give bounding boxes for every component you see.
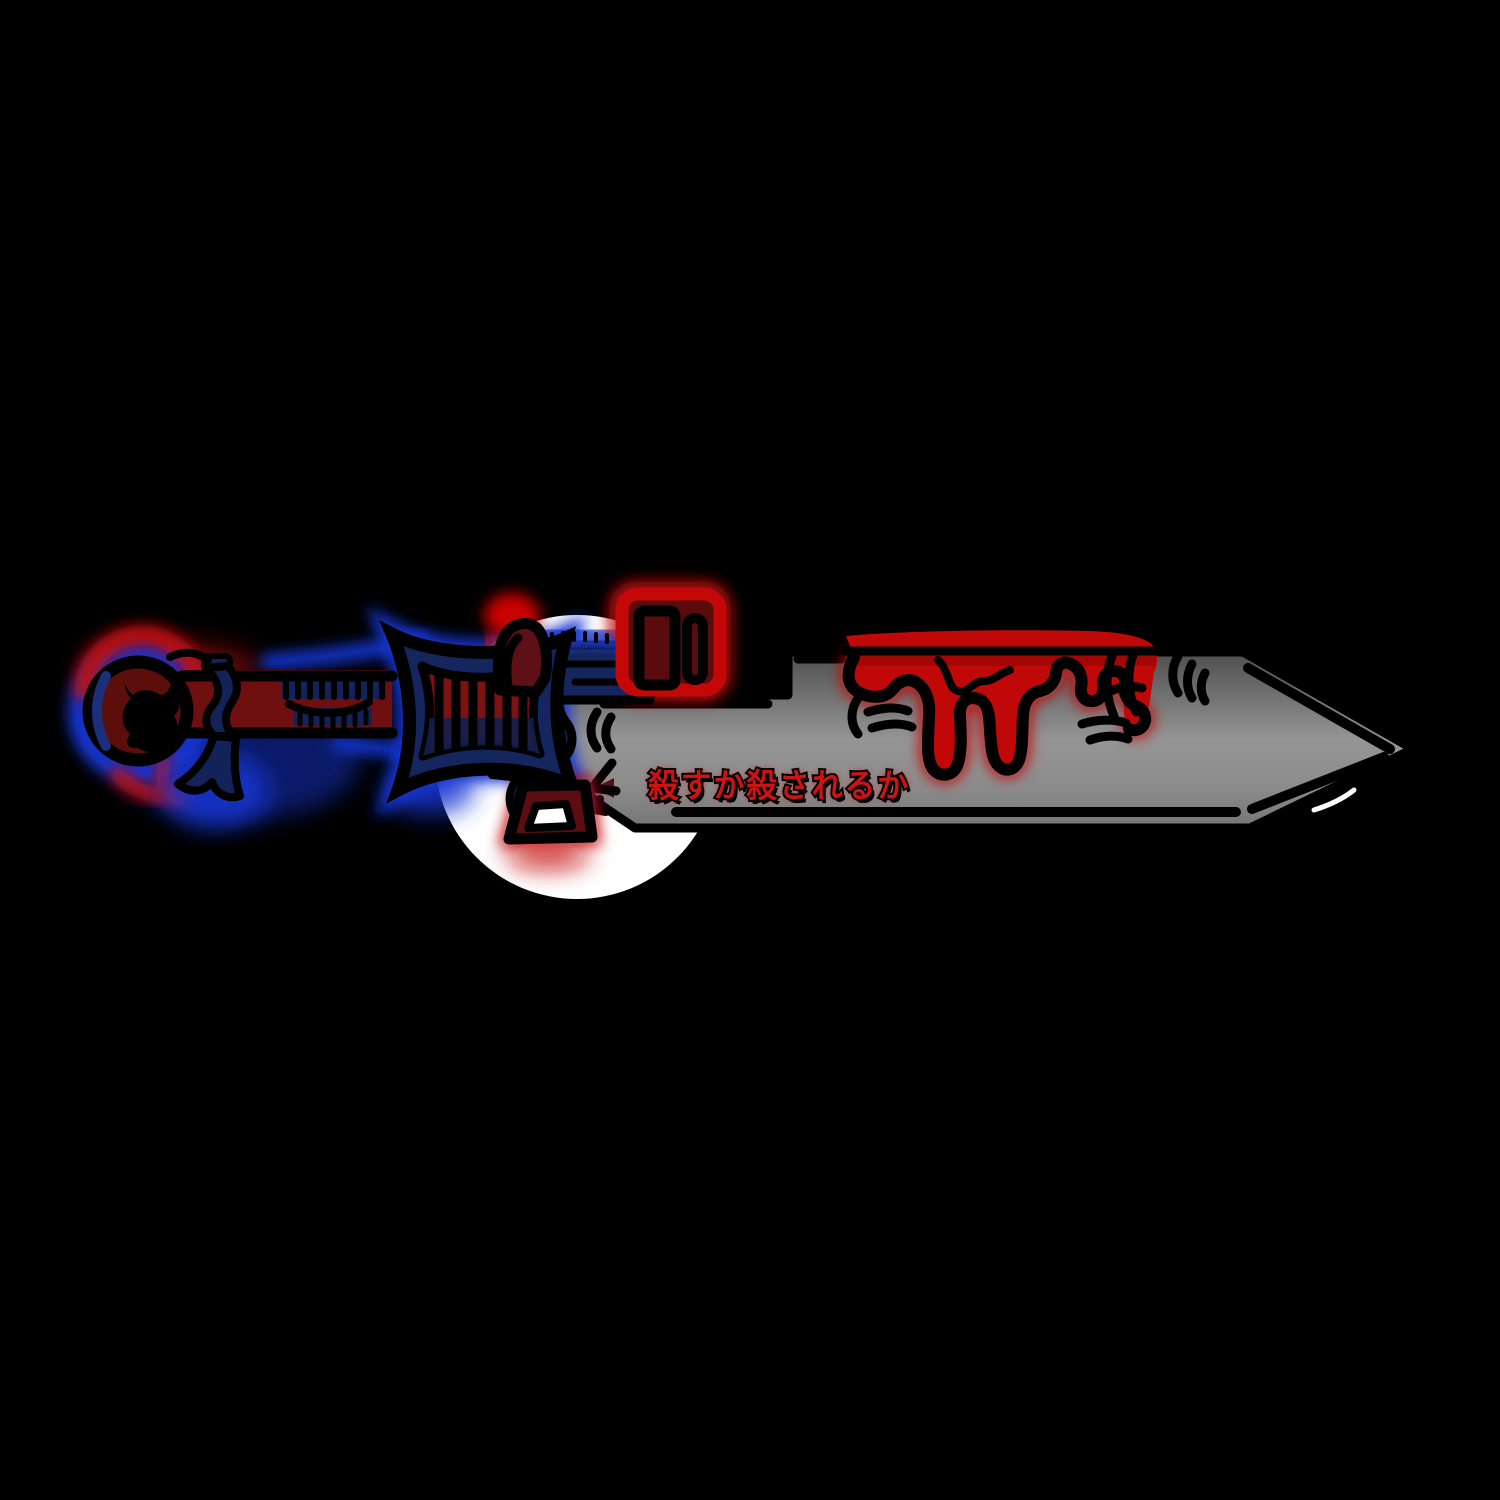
grip-ticks [283,678,385,700]
motion-line-icon [863,703,913,717]
blood-squiggle-line [934,656,1014,696]
guard-block [615,587,727,697]
inscription-glow: 殺すか殺されるか [648,766,910,805]
blade-inner-line-top-diagonal [1243,663,1395,754]
ribbon-tails [174,732,244,802]
block-slot [633,605,681,691]
motion-arc-icon [847,693,863,739]
blood-crease-line [1091,682,1147,707]
diamond-pendant [503,779,598,845]
blade-inner-line-bottom-diagonal [1247,752,1389,814]
guard-horn [492,618,553,698]
motion-arc-icon [586,707,602,753]
motion-line-icon [1077,715,1131,729]
red-glow-blob [506,842,590,870]
block-slot [682,613,708,685]
pommel-accent-arc [166,648,212,664]
pommel-ring [82,648,212,767]
motion-arc-icon [1168,651,1183,698]
motion-line-icon [1085,731,1133,745]
motion-lines [847,651,1210,745]
crescent-inlay [92,671,111,751]
motion-arc-icon [1183,659,1197,703]
horn-inner-line [502,633,523,691]
handle-group [82,587,727,845]
blood-wave-line [1102,651,1119,721]
ribbon-tail [174,653,244,802]
inscription: 殺すか殺されるか 殺すか殺されるか 殺すか殺されるか [646,764,913,809]
inscription-shadow: 殺すか殺されるか [651,770,913,809]
motion-arc-icon [1196,668,1210,706]
grip-ticks [297,708,369,729]
motion-line-icon [867,719,917,733]
grip-hammock-line [285,698,373,717]
tip-highlight [1311,787,1357,813]
motion-arc-icon [601,712,616,754]
demon-head-icon [121,677,180,752]
blood-outline [842,651,1152,781]
diamond-hole [524,800,576,832]
blood-drip [840,630,1210,781]
inscription-text: 殺すか殺されるか [648,766,910,805]
